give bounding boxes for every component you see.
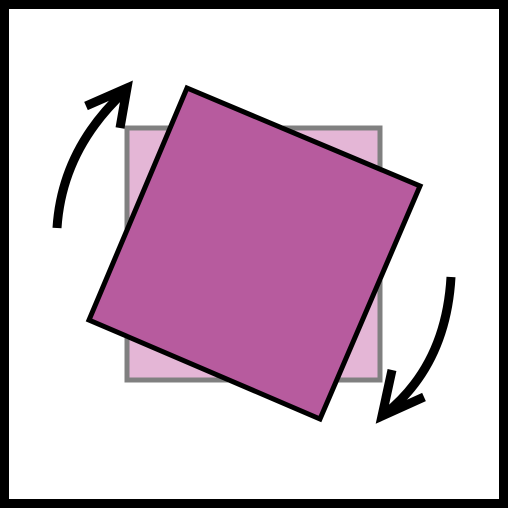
rotate-arrow-top-left-icon	[52, 80, 133, 229]
rotate-arrow-bottom-right-icon	[375, 276, 456, 424]
rotated-square	[85, 84, 424, 423]
